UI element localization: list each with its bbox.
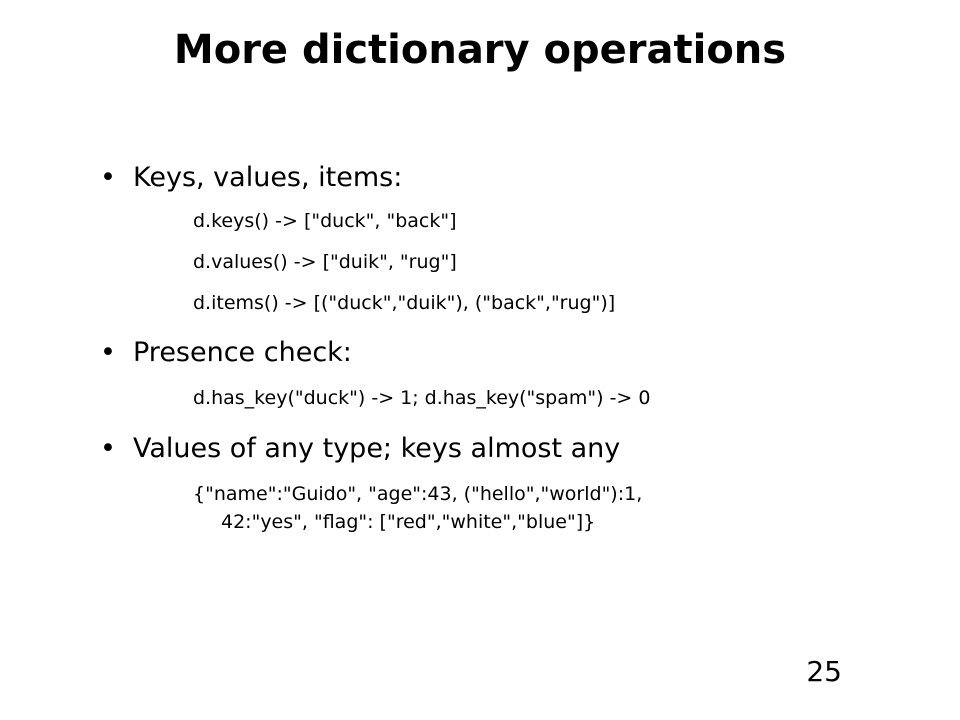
page-number: 25 xyxy=(806,655,842,688)
bullet-dot: • xyxy=(100,162,116,193)
bullet-dot: • xyxy=(100,337,116,368)
bullet-dot: • xyxy=(100,433,116,464)
code-line-keys: d.keys() -> ["duck", "back"] xyxy=(193,210,457,232)
bullet-label: Keys, values, items: xyxy=(133,162,403,193)
code-line-has-key: d.has_key("duck") -> 1; d.has_key("spam"… xyxy=(193,387,651,409)
code-line-items: d.items() -> [("duck","duik"), ("back","… xyxy=(193,292,616,314)
bullet-label: Values of any type; keys almost any xyxy=(133,433,621,464)
slide-title: More dictionary operations xyxy=(173,27,787,73)
bullet-label: Presence check: xyxy=(133,337,352,368)
code-line-dict-literal-continued: 42:"yes", "flag": ["red","white","blue"]… xyxy=(221,511,596,533)
code-line-dict-literal: {"name":"Guido", "age":43, ("hello","wor… xyxy=(193,483,643,505)
code-line-values: d.values() -> ["duik", "rug"] xyxy=(193,251,457,273)
